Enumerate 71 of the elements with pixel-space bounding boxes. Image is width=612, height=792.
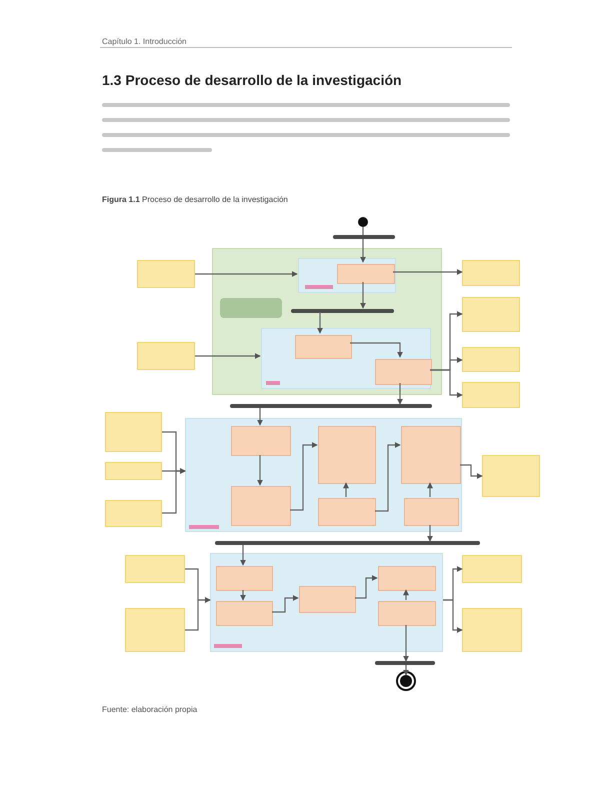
section-heading: 1.3 Proceso de desarrollo de la investigación: [102, 71, 402, 90]
note-box: [462, 347, 520, 372]
phase-panel: [185, 418, 462, 532]
connector-arrow: [360, 239, 366, 263]
note-box: [105, 462, 162, 480]
connector-arrow: [403, 665, 409, 676]
connector-arrow: [443, 599, 463, 633]
end-node: [400, 675, 412, 687]
connector-arrow: [195, 353, 261, 359]
sync-bar: [230, 404, 432, 408]
connector-arrow: [427, 482, 433, 497]
connector-arrow: [343, 482, 349, 497]
activity-box: [295, 335, 352, 359]
source-note: Fuente: elaboración propia: [102, 704, 198, 716]
activity-box: [375, 359, 432, 385]
connector-arrow: [350, 342, 403, 358]
activity-box: [401, 426, 461, 484]
connector-arrow: [317, 312, 323, 334]
note-box: [125, 608, 185, 652]
connector-arrow: [375, 442, 401, 512]
activity-box: [216, 566, 273, 591]
connector-arrow: [427, 525, 433, 542]
running-header: Capítulo 1. Introducción: [102, 36, 186, 48]
note-box: [105, 412, 162, 452]
activity-box: [231, 426, 291, 456]
phase-panel: [210, 553, 443, 652]
note-box: [137, 260, 195, 288]
connector-arrow: [240, 545, 246, 566]
sync-bar: [333, 235, 395, 239]
connector-arrow: [460, 464, 483, 479]
phase-panel: [212, 248, 442, 395]
activity-box: [231, 486, 291, 526]
note-box: [462, 382, 520, 408]
connector-arrow: [257, 455, 263, 486]
note-box: [462, 260, 520, 286]
start-node: [358, 217, 368, 227]
connector-arrow: [162, 468, 186, 514]
connector-arrow: [195, 271, 298, 277]
connector-arrow: [355, 575, 378, 599]
phase-panel: [298, 258, 396, 293]
connector-arrow: [403, 589, 409, 600]
connector-arrow: [290, 442, 318, 511]
note-box: [462, 608, 522, 652]
figure-caption: Figura 1.1 Proceso de desarrollo de la investigación: [102, 194, 288, 206]
note-box: [482, 455, 540, 497]
activity-box: [216, 601, 273, 626]
phase-panel: [261, 328, 431, 389]
connector-arrow: [360, 282, 366, 309]
sync-bar: [291, 309, 394, 313]
note-box: [105, 500, 162, 527]
connector-arrow: [272, 595, 299, 613]
note-box: [462, 297, 520, 332]
connector-arrow: [397, 383, 403, 405]
activity-box: [318, 498, 376, 526]
sync-bar: [215, 541, 480, 545]
activity-box: [337, 264, 395, 284]
connector-arrow: [240, 590, 246, 601]
activity-box: [378, 566, 436, 591]
activity-box: [318, 426, 376, 484]
note-box: [125, 555, 185, 583]
note-box: [137, 342, 195, 370]
activity-box: [378, 601, 436, 626]
activity-box: [404, 498, 459, 526]
connector-arrow: [185, 597, 211, 631]
connector-arrow: [393, 269, 463, 275]
activity-box: [299, 586, 356, 613]
connector-arrow: [403, 625, 409, 662]
note-box: [462, 555, 522, 583]
sync-bar: [375, 661, 435, 665]
connector-arrow: [257, 408, 263, 426]
connector-arrow: [430, 369, 463, 398]
